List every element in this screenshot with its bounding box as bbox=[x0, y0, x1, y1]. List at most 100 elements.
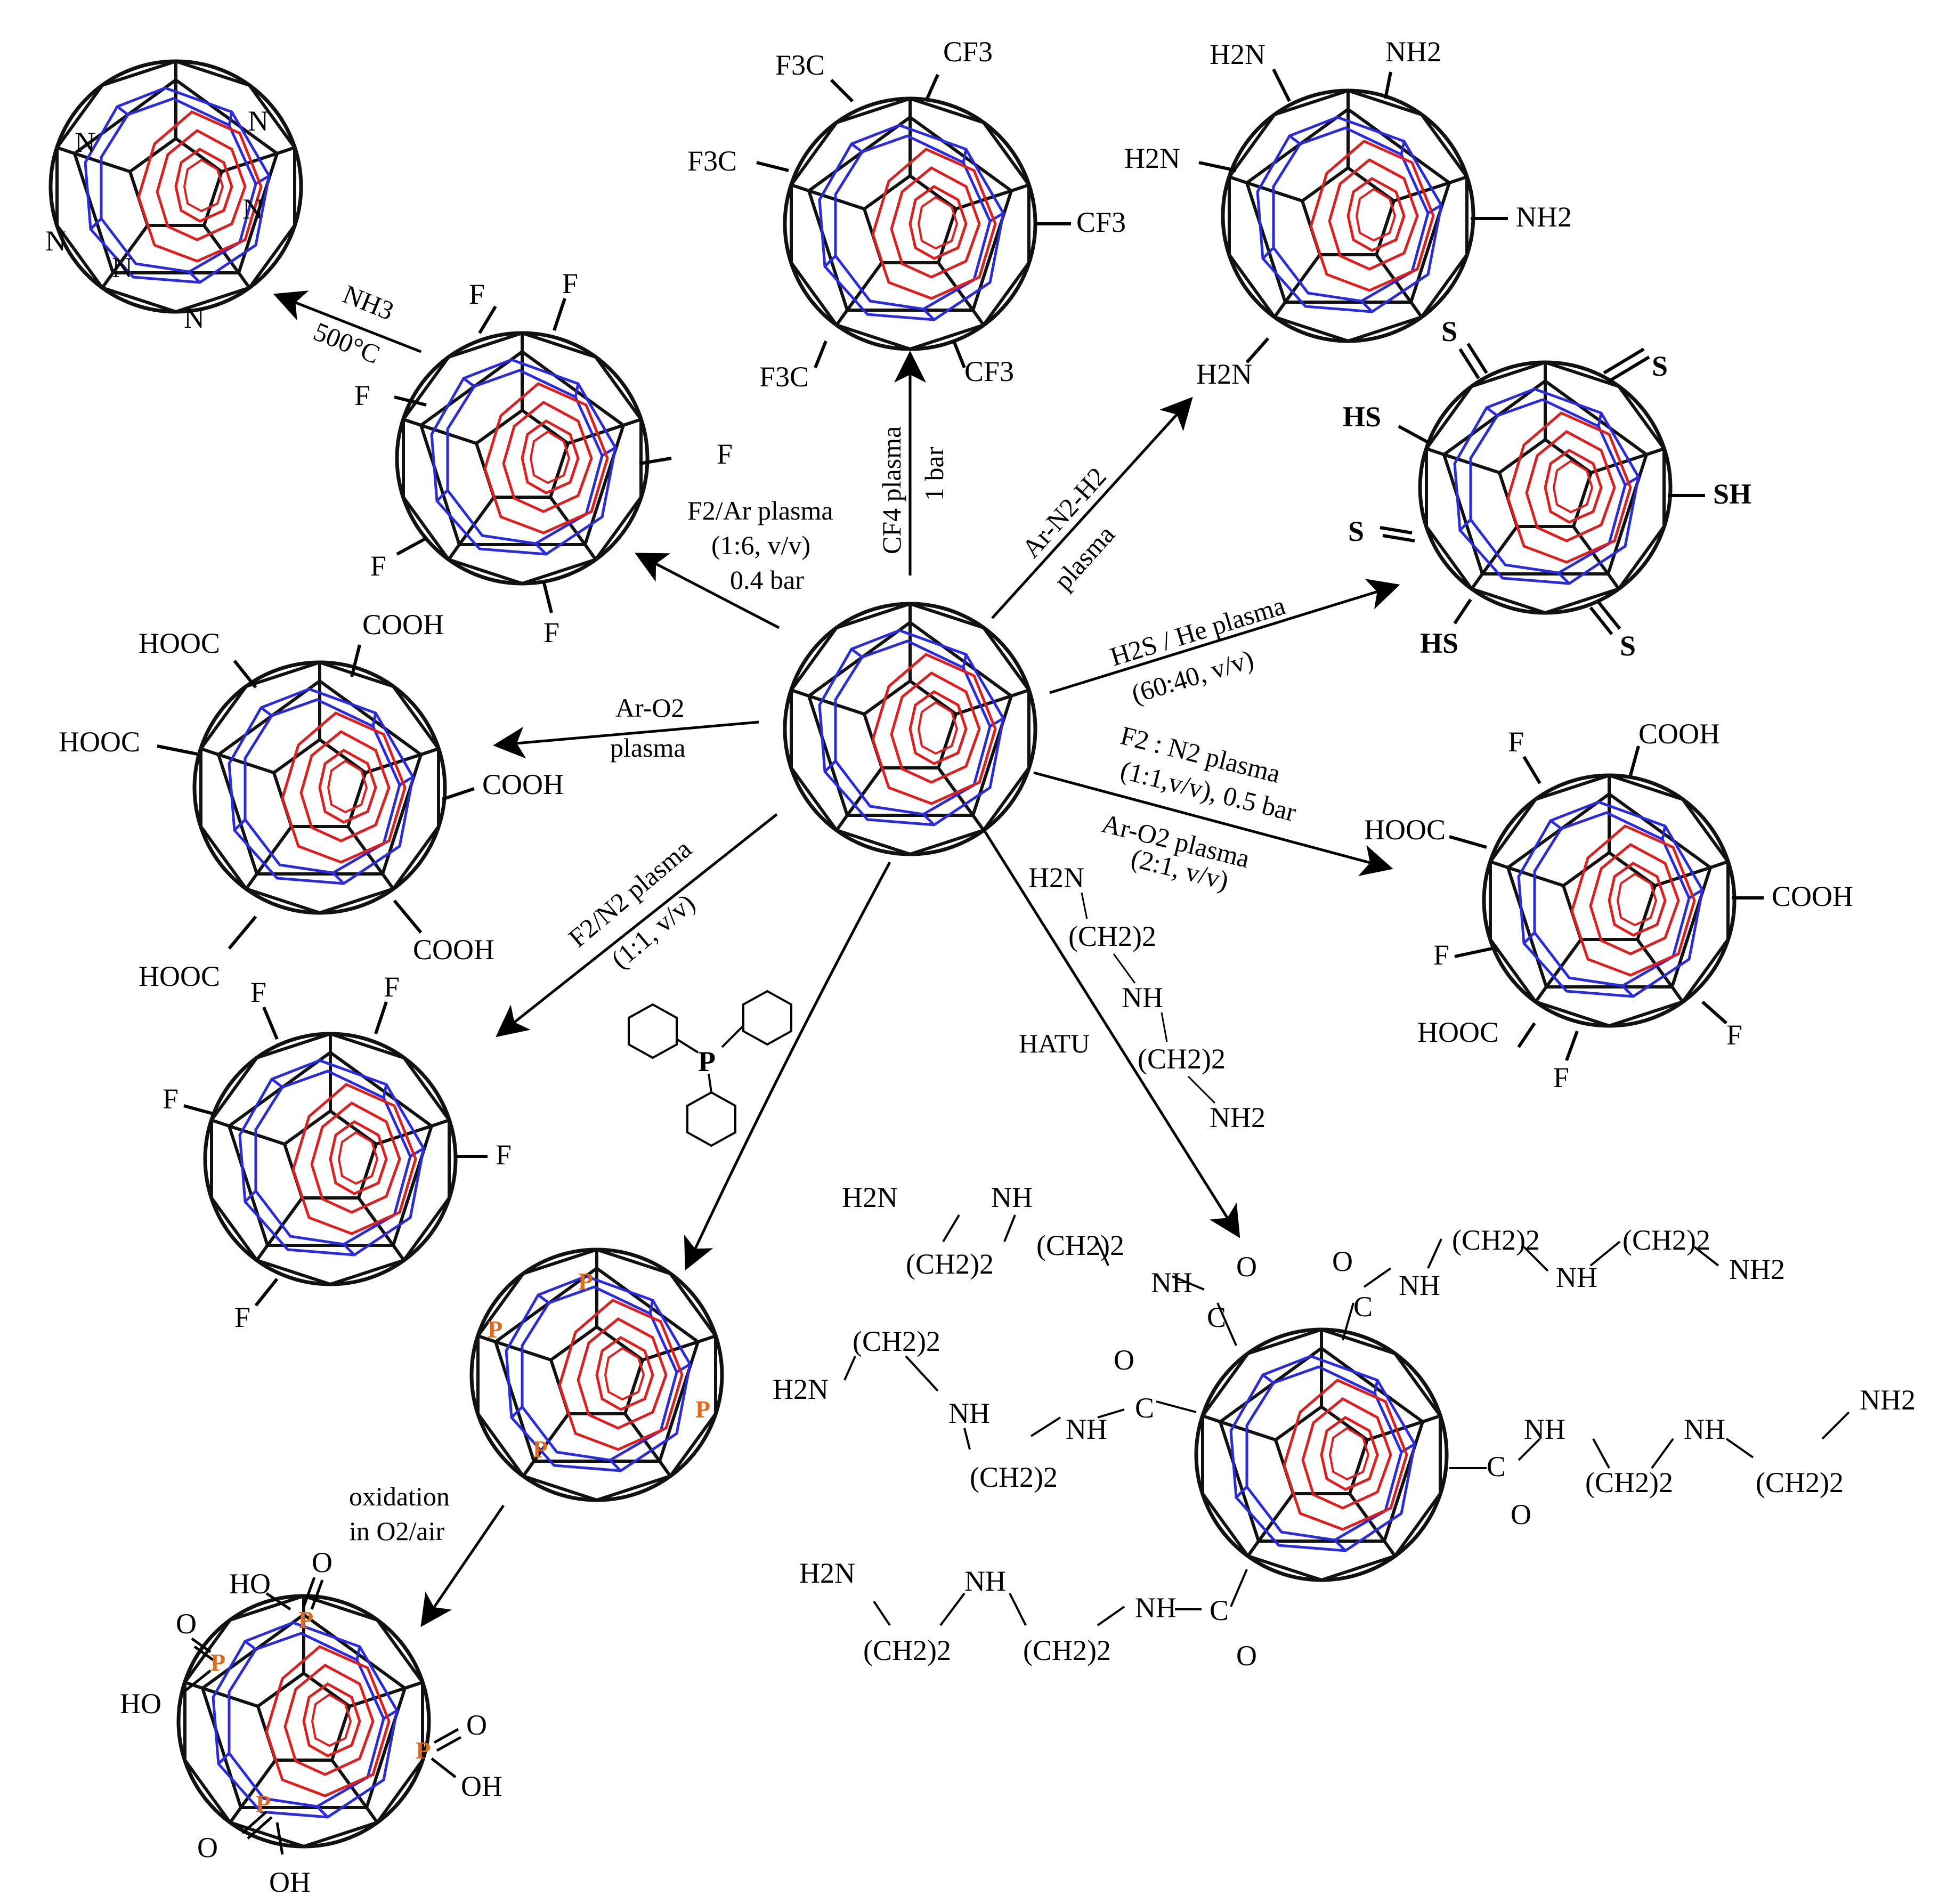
svg-text:P: P bbox=[533, 1436, 548, 1463]
svg-text:F: F bbox=[384, 971, 400, 1003]
svg-text:(CH2)2: (CH2)2 bbox=[1622, 1224, 1710, 1256]
svg-text:S: S bbox=[1441, 315, 1457, 347]
svg-text:P: P bbox=[210, 1649, 225, 1676]
svg-text:Ar-O2: Ar-O2 bbox=[615, 693, 685, 723]
svg-text:NH: NH bbox=[1524, 1413, 1565, 1445]
svg-text:COOH: COOH bbox=[482, 768, 564, 800]
svg-text:F2/Ar plasma: F2/Ar plasma bbox=[687, 496, 833, 525]
svg-text:F3C: F3C bbox=[687, 145, 737, 177]
svg-text:C: C bbox=[1487, 1451, 1506, 1482]
svg-text:P: P bbox=[578, 1268, 593, 1295]
svg-text:CF3: CF3 bbox=[1076, 206, 1126, 238]
svg-text:F: F bbox=[717, 438, 733, 470]
svg-text:P: P bbox=[695, 1396, 710, 1423]
svg-text:HOOC: HOOC bbox=[1364, 814, 1446, 846]
svg-text:SH: SH bbox=[1713, 478, 1751, 510]
svg-text:F: F bbox=[354, 379, 370, 411]
svg-text:O: O bbox=[312, 1546, 332, 1578]
nh2-substituents: H2N NH2 H2N NH2 H2N bbox=[1124, 36, 1572, 390]
sulfur-substituents: S S HS SH S HS S bbox=[1343, 315, 1751, 662]
svg-text:CF3: CF3 bbox=[964, 355, 1014, 387]
n-doped-atoms: N N N N N N bbox=[45, 105, 269, 334]
svg-text:OH: OH bbox=[269, 1866, 311, 1898]
svg-text:H2N: H2N bbox=[799, 1557, 855, 1589]
svg-text:NH: NH bbox=[1151, 1267, 1192, 1299]
arrow-h2she bbox=[1049, 579, 1400, 694]
cooh-substituents: HOOC COOH HOOC COOH HOOC COOH bbox=[59, 609, 564, 992]
svg-text:F: F bbox=[469, 278, 485, 310]
svg-text:H2N: H2N bbox=[1028, 862, 1084, 894]
fullerene-trifluoromethyl bbox=[785, 99, 1035, 349]
condition-aro2: Ar-O2 plasma bbox=[610, 693, 686, 763]
svg-text:N: N bbox=[45, 225, 66, 257]
amide-labels: H2N (CH2)2 NH (CH2)2 NH C O O C NH (CH2)… bbox=[773, 1181, 1916, 1672]
f2ar-substituents: F F F F F F bbox=[354, 268, 733, 649]
svg-text:N: N bbox=[184, 302, 205, 334]
condition-f2n2: F2/N2 plasma (1:1, v/v) bbox=[563, 833, 701, 974]
svg-text:S: S bbox=[1348, 515, 1364, 547]
svg-text:(CH2)2: (CH2)2 bbox=[1023, 1634, 1111, 1666]
svg-text:F: F bbox=[1726, 1019, 1742, 1051]
svg-text:500°C: 500°C bbox=[310, 316, 384, 369]
svg-text:NH: NH bbox=[991, 1181, 1033, 1213]
cf3-substituents: F3C CF3 F3C CF3 F3C CF3 bbox=[687, 36, 1126, 393]
svg-text:NH: NH bbox=[1556, 1261, 1597, 1293]
arrow-aro2 bbox=[493, 720, 759, 759]
condition-f2n2-aro2: F2 : N2 plasma (1:1,v/v), 0.5 bar Ar-O2 … bbox=[1099, 720, 1299, 895]
svg-text:(CH2)2: (CH2)2 bbox=[1068, 920, 1156, 952]
svg-text:COOH: COOH bbox=[1772, 880, 1853, 912]
p-oxidized-substituents: HO O P O P HO P O OH P O OH bbox=[120, 1546, 502, 1898]
svg-text:NH: NH bbox=[1135, 1592, 1177, 1624]
svg-text:H2N: H2N bbox=[773, 1373, 829, 1405]
svg-text:HO: HO bbox=[120, 1688, 161, 1720]
svg-text:NH2: NH2 bbox=[1729, 1253, 1785, 1285]
svg-text:NH2: NH2 bbox=[1210, 1101, 1265, 1133]
svg-text:NH3: NH3 bbox=[339, 279, 398, 326]
svg-text:(CH2)2: (CH2)2 bbox=[1452, 1224, 1540, 1256]
fullerene-n-doped bbox=[51, 61, 301, 312]
svg-text:F3C: F3C bbox=[759, 361, 809, 393]
svg-text:F: F bbox=[163, 1083, 179, 1115]
svg-text:COOH: COOH bbox=[413, 934, 494, 966]
svg-text:HO: HO bbox=[229, 1568, 271, 1600]
svg-text:F: F bbox=[496, 1139, 512, 1171]
fullerene-aminated bbox=[1223, 91, 1473, 341]
svg-text:S: S bbox=[1620, 630, 1636, 662]
fullerene-p-doped bbox=[472, 1250, 722, 1500]
svg-text:HOOC: HOOC bbox=[1417, 1016, 1499, 1048]
arrow-nh3 bbox=[273, 290, 421, 353]
f2n2-substituents: F F F F F bbox=[163, 971, 512, 1333]
svg-text:O: O bbox=[1114, 1344, 1134, 1376]
svg-text:NH2: NH2 bbox=[1516, 201, 1572, 233]
arrow-oxidation bbox=[420, 1504, 505, 1627]
arrow-tpp bbox=[684, 861, 891, 1271]
fullerene-amide bbox=[1196, 1330, 1447, 1580]
svg-text:F: F bbox=[1433, 939, 1449, 971]
triphenylphosphine bbox=[628, 990, 792, 1147]
svg-text:F: F bbox=[543, 617, 559, 649]
fullerene-carboxylated bbox=[194, 662, 445, 913]
amide-arms bbox=[843, 1214, 1850, 1626]
svg-text:O: O bbox=[176, 1608, 197, 1640]
svg-text:1 bar: 1 bar bbox=[919, 447, 949, 501]
tpp-phosphorus: P bbox=[698, 1046, 716, 1077]
svg-text:NH: NH bbox=[1122, 982, 1163, 1014]
svg-text:P: P bbox=[488, 1316, 502, 1343]
svg-text:0.4 bar: 0.4 bar bbox=[730, 565, 804, 595]
svg-text:C: C bbox=[1210, 1594, 1229, 1626]
condition-h2she: H2S / He plasma (60:40, v/v) bbox=[1107, 590, 1289, 709]
arrow-f2n2-aro2 bbox=[1033, 771, 1393, 877]
svg-text:P: P bbox=[416, 1737, 431, 1764]
arrow-f2n2 bbox=[496, 813, 778, 1038]
svg-text:CF4 plasma: CF4 plasma bbox=[877, 426, 906, 554]
svg-text:NH: NH bbox=[964, 1565, 1006, 1597]
reagent-amine: H2N (CH2)2 NH (CH2)2 NH2 bbox=[1028, 862, 1265, 1133]
svg-text:H2N: H2N bbox=[842, 1181, 898, 1213]
svg-text:O: O bbox=[1511, 1498, 1531, 1530]
arrow-f2ar bbox=[635, 553, 780, 629]
svg-text:OH: OH bbox=[461, 1770, 502, 1802]
svg-text:F: F bbox=[562, 268, 578, 299]
svg-text:N: N bbox=[112, 252, 133, 283]
reaction-arrows bbox=[273, 290, 1400, 1627]
